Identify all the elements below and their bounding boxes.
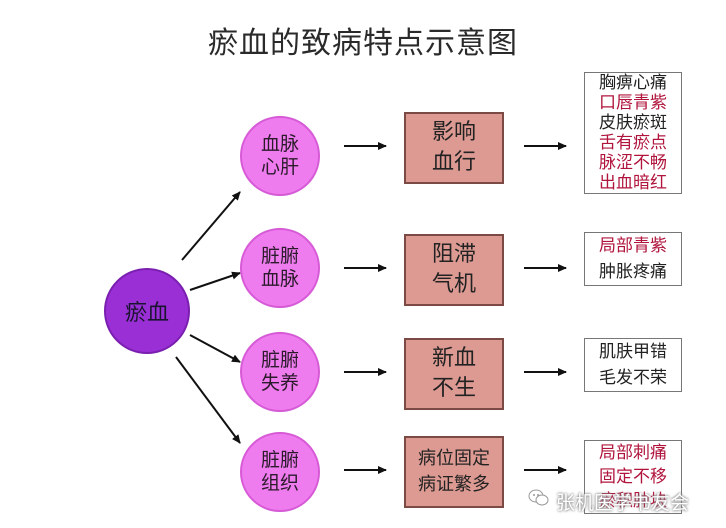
result-line: 舌有瘀点 bbox=[599, 133, 667, 153]
result-line: 局部刺痛 bbox=[599, 443, 667, 463]
result-box-4: 局部刺痛 固定不移 瘀积肿块 bbox=[584, 440, 682, 514]
result-line: 肿胀疼痛 bbox=[599, 262, 667, 282]
result-line: 皮肤瘀斑 bbox=[599, 113, 667, 133]
arrow-root-to-branch-2 bbox=[189, 271, 241, 291]
result-line: 出血暗红 bbox=[599, 173, 667, 193]
wechat-icon bbox=[528, 489, 549, 506]
arrow-root-to-branch-1 bbox=[181, 191, 241, 261]
cause-node-3: 脏腑 失养 bbox=[240, 332, 320, 412]
watermark-text: 张机医学书友会 bbox=[556, 492, 690, 514]
result-line: 毛发不荣 bbox=[599, 368, 667, 388]
effect-box-1: 影响 血行 bbox=[404, 112, 504, 184]
cause-node-1: 血脉 心肝 bbox=[240, 116, 320, 196]
root-node-yuxue: 瘀血 bbox=[104, 268, 190, 354]
result-line: 固定不移 bbox=[599, 467, 667, 487]
cause-node-2: 脏腑 血脉 bbox=[240, 228, 320, 308]
cause-node-4: 脏腑 组织 bbox=[240, 432, 320, 512]
result-line: 口唇青紫 bbox=[599, 93, 667, 113]
arrow-root-to-branch-4 bbox=[175, 356, 241, 444]
effect-box-3: 新血 不生 bbox=[404, 338, 504, 410]
result-line: 胸痹心痛 bbox=[599, 73, 667, 93]
result-line: 肌肤甲错 bbox=[599, 342, 667, 362]
result-line: 瘀积肿块 bbox=[599, 491, 667, 511]
effect-box-2: 阻滞 气机 bbox=[404, 234, 504, 306]
arrow-root-to-branch-3 bbox=[189, 334, 241, 363]
result-box-1: 胸痹心痛 口唇青紫 皮肤瘀斑 舌有瘀点 脉涩不畅 出血暗红 bbox=[584, 72, 682, 194]
page-title: 瘀血的致病特点示意图 bbox=[208, 26, 518, 61]
result-box-3: 肌肤甲错 毛发不荣 bbox=[584, 338, 682, 392]
effect-box-4: 病位固定 病证繁多 bbox=[404, 436, 504, 508]
result-line: 局部青紫 bbox=[599, 236, 667, 256]
result-line: 脉涩不畅 bbox=[599, 153, 667, 173]
result-box-2: 局部青紫 肿胀疼痛 bbox=[584, 232, 682, 286]
